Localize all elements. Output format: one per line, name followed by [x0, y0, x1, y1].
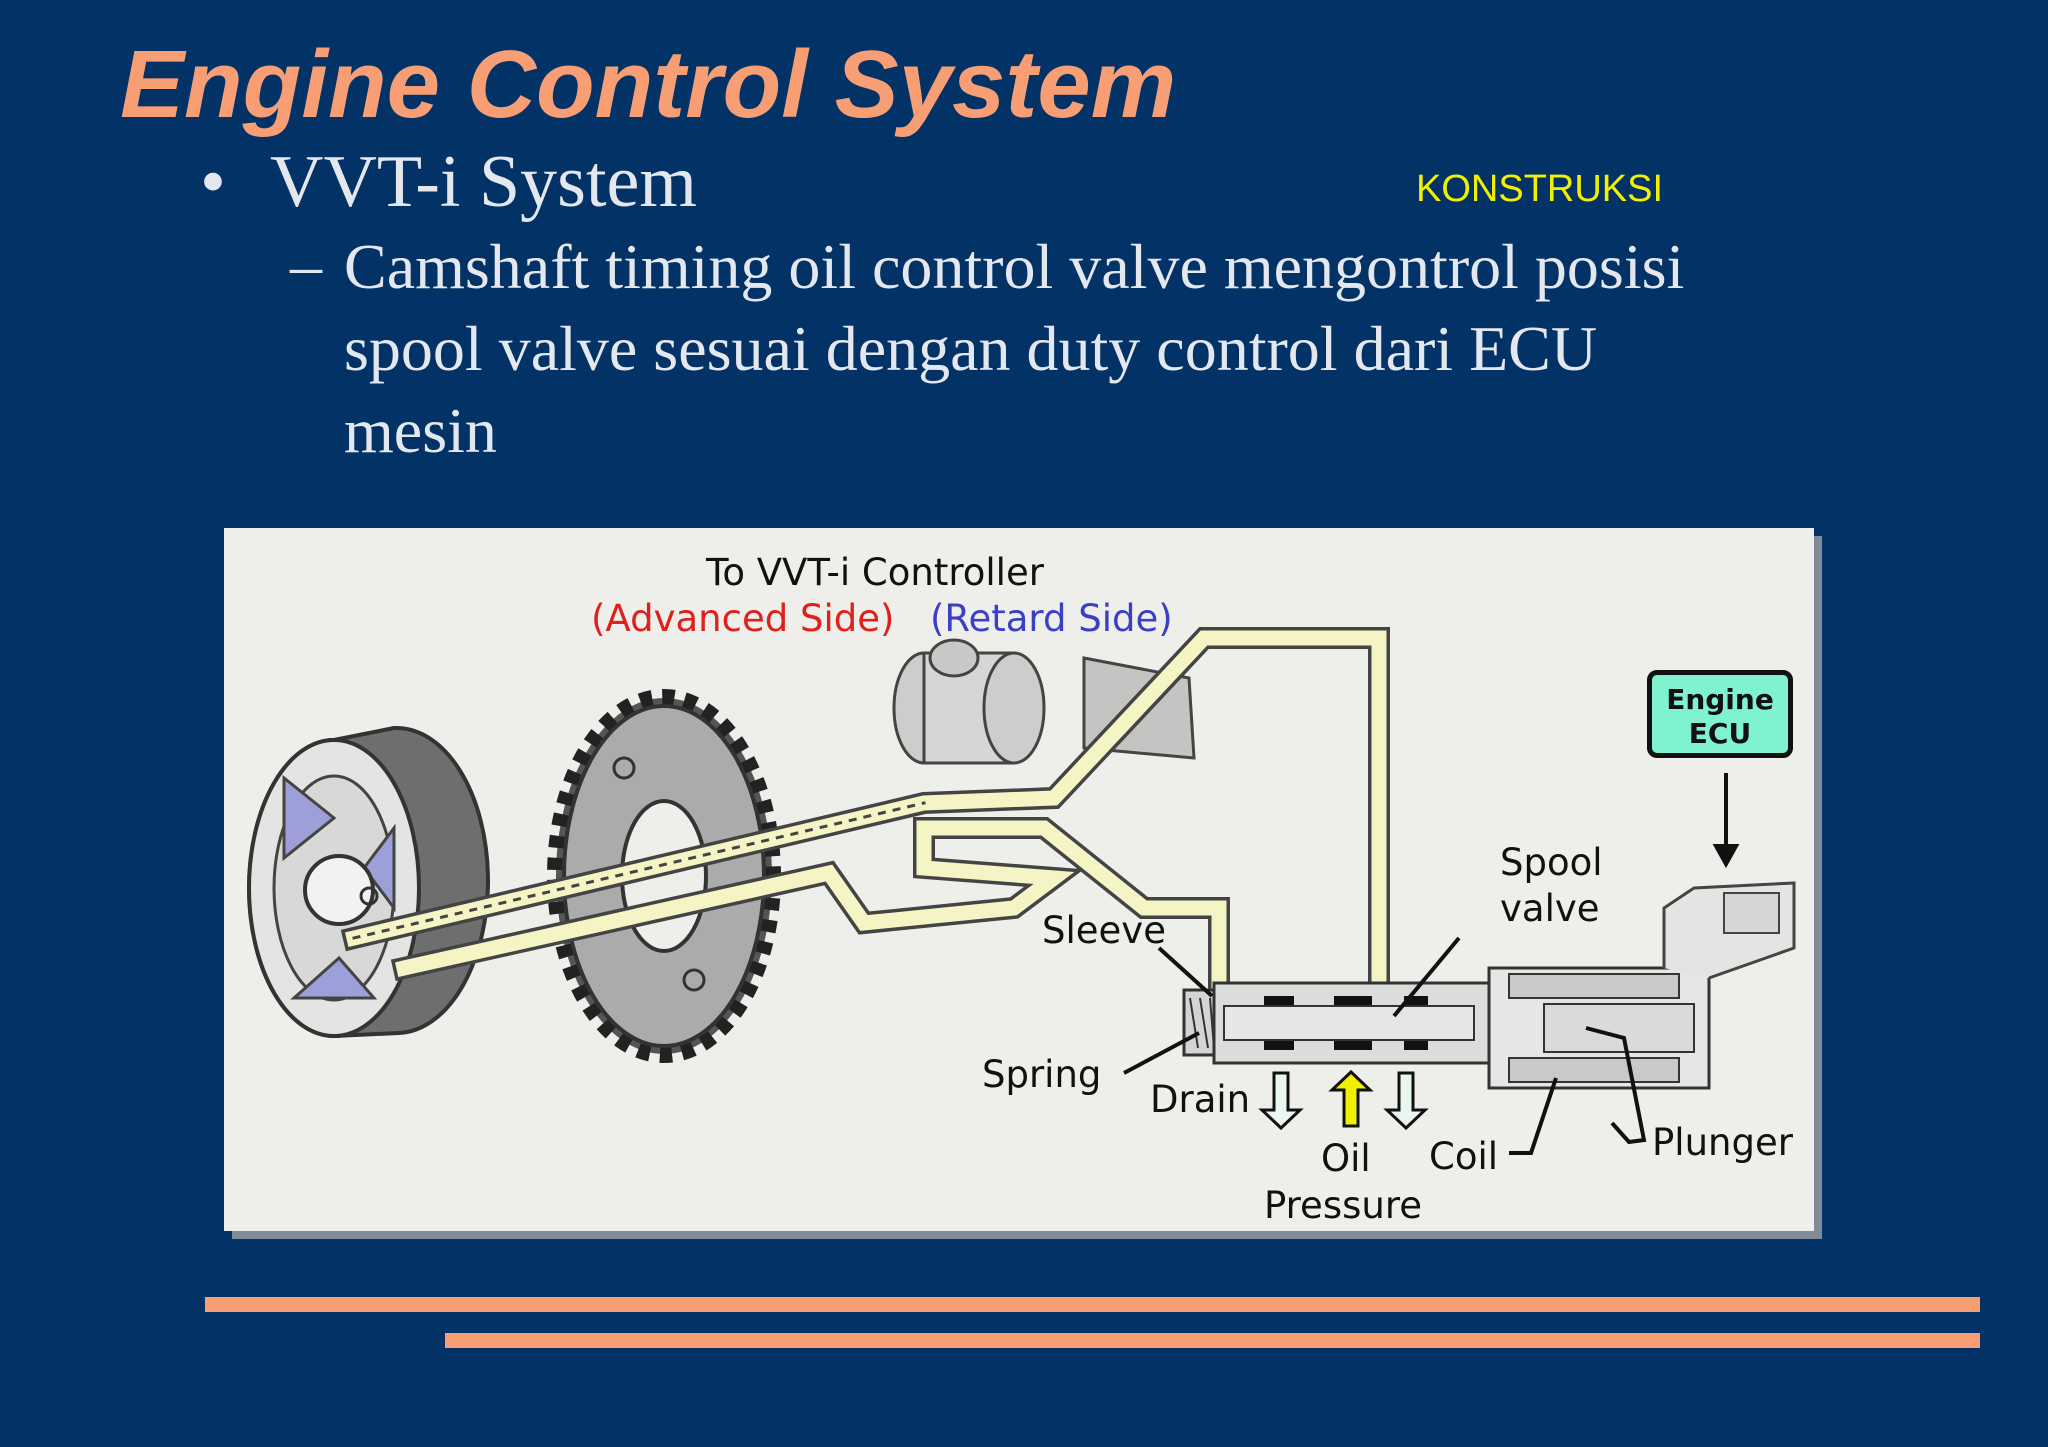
accent-bar-top — [205, 1297, 1980, 1312]
label-coil: Coil — [1429, 1135, 1499, 1178]
leader-lines — [1123, 773, 1740, 1155]
drain-arrow-right-icon — [1383, 1071, 1429, 1131]
label-advanced-side: (Advanced Side) — [591, 597, 895, 640]
bullet-vvti: • VVT-i System — [200, 140, 697, 225]
label-spool-2: valve — [1500, 887, 1600, 930]
oil-control-valve-drawing — [1182, 881, 1796, 1090]
label-drain: Drain — [1150, 1078, 1251, 1121]
engine-ecu-box: Engine ECU — [1647, 670, 1793, 758]
label-oil: Oil — [1321, 1137, 1371, 1180]
label-spool-1: Spool — [1500, 841, 1603, 884]
bullet-text: VVT-i System — [270, 141, 697, 223]
bullet-dot-icon: • — [200, 141, 226, 223]
label-plunger: Plunger — [1652, 1121, 1793, 1164]
vvti-diagram-drawing — [247, 627, 1796, 1155]
spring-leader — [1123, 1031, 1200, 1075]
slide-title: Engine Control System — [120, 31, 1177, 138]
label-heading: To VVT-i Controller — [706, 551, 1044, 594]
accent-bar-bottom — [445, 1333, 1980, 1348]
engine-ecu-label-2: ECU — [1688, 717, 1752, 750]
drain-arrow-left-icon — [1258, 1071, 1304, 1131]
sub-bullet-text: Camshaft timing oil control valve mengon… — [344, 231, 1685, 466]
timing-gear-drawing — [547, 689, 781, 1063]
label-spring: Spring — [982, 1053, 1102, 1096]
vvti-controller-drawing — [247, 725, 491, 1038]
coil-leader — [1509, 1077, 1558, 1155]
engine-ecu-label-1: Engine — [1666, 683, 1774, 716]
konstruksi-tag: KONSTRUKSI — [1416, 168, 1664, 210]
oil-pressure-arrow-icon — [1328, 1069, 1374, 1128]
label-sleeve: Sleeve — [1042, 909, 1166, 952]
label-pressure: Pressure — [1264, 1184, 1422, 1227]
vvti-diagram: To VVT-i Controller (Advanced Side) (Ret… — [224, 528, 1814, 1231]
spool-valve-leader — [1392, 936, 1461, 1018]
ecu-arrow-head-icon — [1712, 844, 1740, 869]
plunger-leader — [1585, 1026, 1647, 1145]
label-retard-side: (Retard Side) — [930, 597, 1173, 640]
sub-bullet-dash-icon: – — [290, 229, 322, 300]
sleeve-leader — [1157, 946, 1214, 998]
oil-passages — [340, 627, 1390, 1009]
